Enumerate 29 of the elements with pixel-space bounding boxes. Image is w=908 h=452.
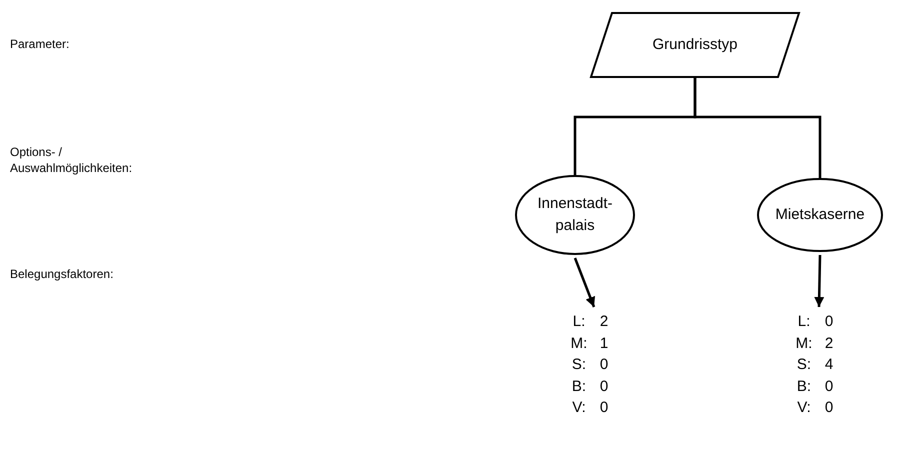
arrow (814, 254, 824, 308)
factor-value: 2 (824, 334, 834, 352)
factor-value: 0 (824, 378, 834, 395)
parameter-name: Grundrisstyp (651, 35, 739, 55)
factor-key: S: (789, 356, 819, 374)
factor-key: L: (564, 313, 594, 330)
factor-key: L: (789, 313, 819, 330)
factor-value: 0 (824, 313, 834, 330)
factor-key: V: (564, 399, 594, 416)
option-name: Innenstadt- palais (536, 194, 614, 236)
row-label: Parameter: (10, 36, 70, 52)
factor-value: 0 (824, 399, 834, 416)
factor-key: V: (789, 399, 819, 416)
arrow (574, 258, 596, 308)
factor-value: 1 (598, 334, 610, 352)
factor-key: S: (564, 356, 594, 374)
factor-value: 2 (598, 313, 610, 330)
factor-key: B: (564, 378, 594, 395)
factor-value: 0 (598, 399, 610, 416)
factor-value: 4 (824, 356, 834, 374)
factor-value: 0 (598, 356, 610, 374)
connector-line (694, 78, 822, 178)
row-label: Options- / Auswahlmöglichkeiten: (10, 144, 134, 176)
factor-key: M: (789, 334, 819, 352)
factor-key: M: (564, 334, 594, 352)
factor-key: B: (789, 378, 819, 395)
option-name: Mietskaserne (774, 205, 866, 225)
row-label: Belegungsfaktoren: (10, 266, 114, 282)
factor-value: 0 (598, 378, 610, 395)
